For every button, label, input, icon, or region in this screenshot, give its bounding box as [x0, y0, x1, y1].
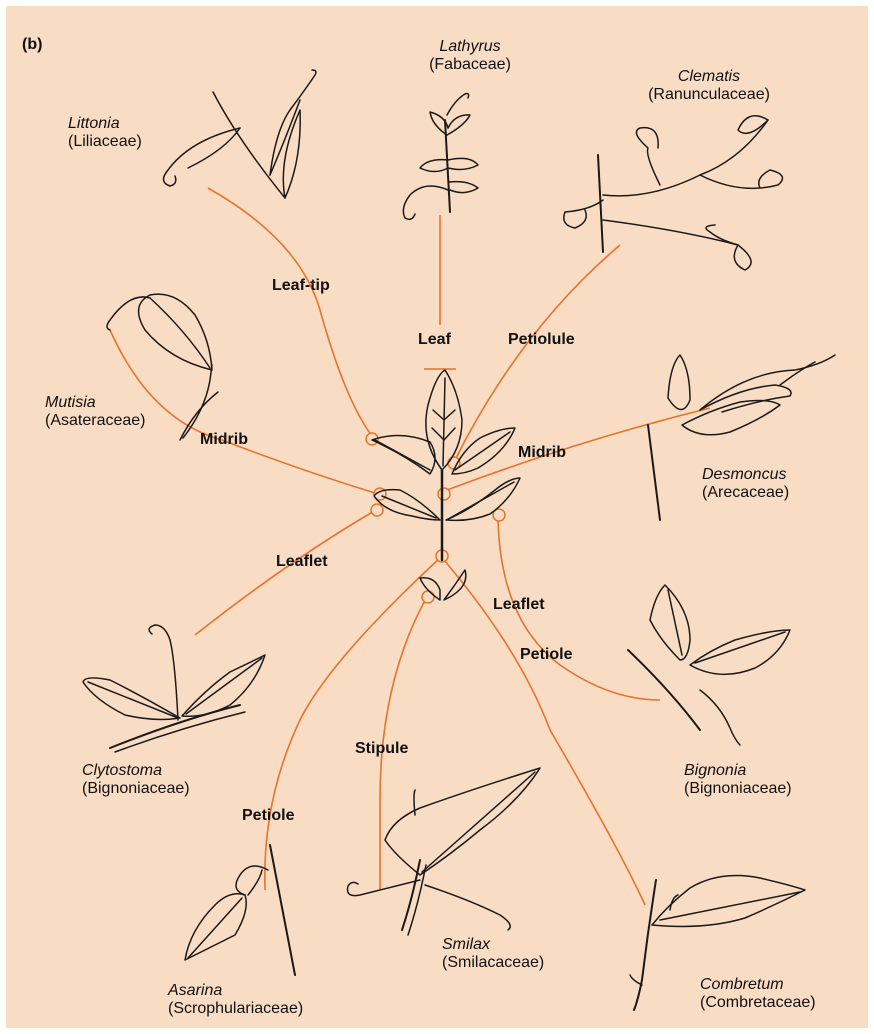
- taxon-desmoncus: Desmoncus (Arecaceae): [702, 466, 789, 502]
- bignonia-sketch: [628, 585, 790, 745]
- genus-desmoncus: Desmoncus: [702, 466, 789, 484]
- genus-mutisia: Mutisia: [45, 394, 146, 412]
- family-mutisia: (Asateraceae): [45, 412, 146, 430]
- taxon-combretum: Combretum (Combretaceae): [700, 976, 816, 1012]
- organ-label-petiole-center: Petiole: [520, 646, 572, 664]
- clytostoma-sketch: [83, 625, 265, 752]
- panel-label: (b): [22, 36, 42, 54]
- taxon-bignonia: Bignonia (Bignoniaceae): [684, 762, 792, 798]
- family-clematis: (Ranunculaceae): [634, 86, 784, 104]
- organ-label-leaf: Leaf: [418, 331, 451, 349]
- organ-label-midrib-right: Midrib: [518, 444, 566, 462]
- genus-bignonia: Bignonia: [684, 762, 792, 780]
- asarina-sketch: [185, 845, 295, 975]
- leader-leaflet-left: [195, 510, 376, 635]
- central-compound-leaf: [372, 370, 520, 600]
- taxon-clytostoma: Clytostoma (Bignoniaceae): [82, 762, 190, 798]
- family-combretum: (Combretaceae): [700, 994, 816, 1012]
- genus-clytostoma: Clytostoma: [82, 762, 190, 780]
- leader-petiole-left: [265, 558, 440, 890]
- leader-mutisia-midrib: [110, 330, 375, 493]
- organ-label-leaflet-left: Leaflet: [276, 553, 328, 571]
- organ-label-stipule: Stipule: [355, 740, 408, 758]
- genus-clematis: Clematis: [634, 68, 784, 86]
- organ-label-petiole-left: Petiole: [242, 807, 294, 825]
- taxon-littonia: Littonia (Liliaceae): [68, 115, 142, 151]
- organ-label-leaflet-right: Leaflet: [493, 596, 545, 614]
- genus-lathyrus: Lathyrus: [412, 38, 528, 56]
- smilax-sketch: [348, 768, 541, 935]
- organ-label-leaf-tip: Leaf-tip: [272, 277, 330, 295]
- family-desmoncus: (Arecaceae): [702, 484, 789, 502]
- family-littonia: (Liliaceae): [68, 133, 142, 151]
- genus-combretum: Combretum: [700, 976, 816, 994]
- organ-label-petiolule: Petiolule: [508, 331, 575, 349]
- plant-sketches: [83, 70, 835, 1010]
- leader-petiolule: [455, 245, 620, 460]
- genus-asarina: Asarina: [168, 982, 303, 1000]
- taxon-asarina: Asarina (Scrophulariaceae): [168, 982, 303, 1018]
- leader-leaf-tip: [208, 188, 372, 436]
- family-clytostoma: (Bignoniaceae): [82, 780, 190, 798]
- family-asarina: (Scrophulariaceae): [168, 1000, 303, 1018]
- family-lathyrus: (Fabaceae): [412, 56, 528, 74]
- genus-smilax: Smilax: [442, 936, 544, 954]
- littonia-sketch: [163, 70, 316, 198]
- taxon-mutisia: Mutisia (Asateraceae): [45, 394, 146, 430]
- leader-lines: [110, 188, 710, 905]
- lathyrus-sketch: [403, 94, 478, 220]
- marker-midrib-left-b: [371, 504, 383, 516]
- marker-midrib-center: [438, 488, 450, 500]
- marker-stipule: [422, 591, 434, 603]
- clematis-sketch: [564, 116, 783, 270]
- family-smilax: (Smilacaceae): [442, 954, 544, 972]
- organ-label-midrib-left: Midrib: [200, 431, 248, 449]
- taxon-clematis: Clematis (Ranunculaceae): [634, 68, 784, 104]
- genus-littonia: Littonia: [68, 115, 142, 133]
- taxon-smilax: Smilax (Smilacaceae): [442, 936, 544, 972]
- taxon-lathyrus: Lathyrus (Fabaceae): [412, 38, 528, 74]
- family-bignonia: (Bignoniaceae): [684, 780, 792, 798]
